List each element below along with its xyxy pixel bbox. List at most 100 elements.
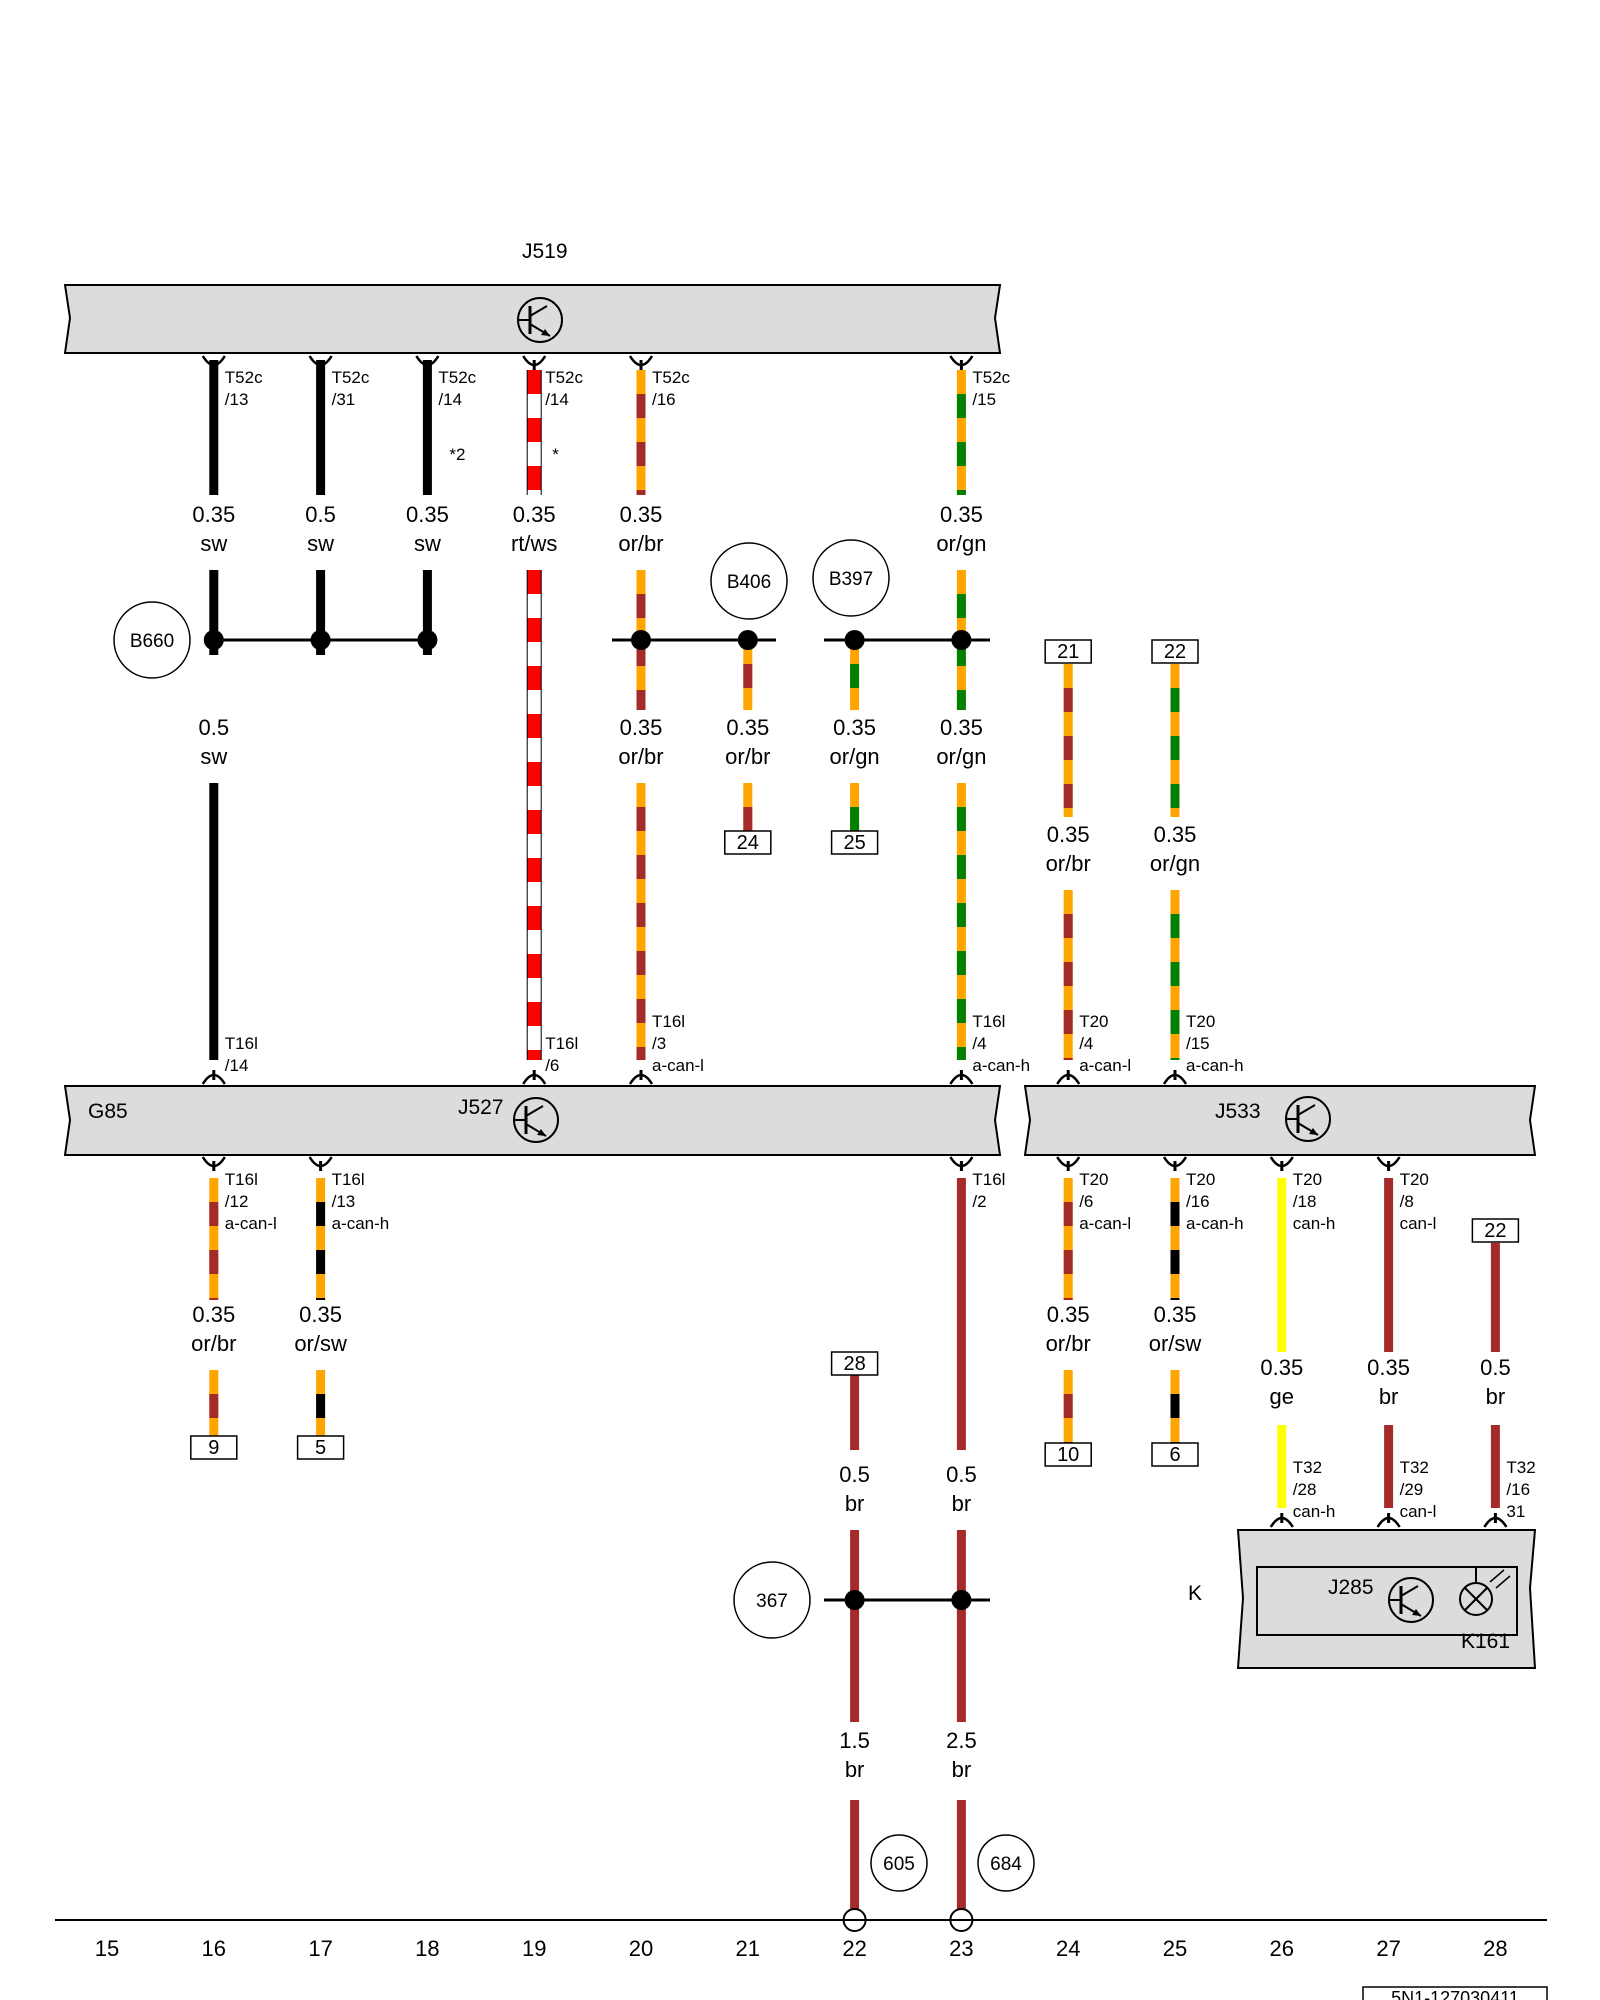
splice-dot-23 <box>951 630 972 650</box>
w23d-color-label: br <box>952 1757 972 1782</box>
w27c-pin2-line-2: can-l <box>1400 1502 1437 1521</box>
w24c-size-label: 0.35 <box>1047 1302 1090 1327</box>
w20a-color-label: or/br <box>618 531 663 556</box>
w25c-color-label: or/sw <box>1149 1331 1202 1356</box>
connector-bottom-25 <box>1162 1156 1188 1171</box>
w23c-pin-line-0: T16l <box>972 1170 1005 1189</box>
connector-j519-20 <box>628 355 654 370</box>
w22d-size-label: 1.5 <box>839 1728 870 1753</box>
w16b-pin-line-1: /14 <box>225 1056 249 1075</box>
w28c-color-label: br <box>1486 1384 1506 1409</box>
w28c-pin2-line-1: /16 <box>1506 1480 1530 1499</box>
ref-box-6-text: 6 <box>1169 1444 1180 1466</box>
column-number-16: 16 <box>202 1936 226 1961</box>
w19b-pin-line-0: T16l <box>545 1034 578 1053</box>
ref-box-22-bottom-text: 22 <box>1484 1220 1506 1242</box>
w26c-pin2-line-1: /28 <box>1293 1480 1317 1499</box>
w25c-size-label: 0.35 <box>1154 1302 1197 1327</box>
k-instrument-cluster <box>1236 1529 1537 1669</box>
w18a-size-label: 0.35 <box>406 502 449 527</box>
w27c-pin-line-1: /8 <box>1400 1192 1414 1211</box>
splice-dot-18 <box>417 630 438 650</box>
w26c-pin2-line-0: T32 <box>1293 1458 1322 1477</box>
connector-bottom-24 <box>1056 1156 1081 1171</box>
svg-text:B397: B397 <box>829 569 873 590</box>
j527-label: J527 <box>458 1096 504 1119</box>
w23b-pin-line-0: T16l <box>972 1012 1005 1031</box>
w19a-pin-line-0: T52c <box>545 368 583 387</box>
connector-k-26 <box>1269 1513 1294 1528</box>
w21b-color-label: or/br <box>725 744 770 769</box>
w27c-size-label: 0.35 <box>1367 1355 1410 1380</box>
column-number-19: 19 <box>522 1936 546 1961</box>
w25c-pin-line-2: a-can-h <box>1186 1214 1244 1233</box>
column-number-15: 15 <box>95 1936 119 1961</box>
w23a-pin-line-1: /15 <box>972 390 996 409</box>
w20b-pin-line-1: /3 <box>652 1034 666 1053</box>
connector-j519-17 <box>308 355 333 370</box>
connector-top-24 <box>1056 1070 1081 1085</box>
w16a-pin-line-0: T52c <box>225 368 263 387</box>
w22b-size-label: 0.35 <box>833 715 876 740</box>
ref-box-9-text: 9 <box>208 1437 219 1459</box>
column-number-27: 27 <box>1376 1936 1400 1961</box>
connector-j519-23 <box>949 355 974 370</box>
ref-box-28-text: 28 <box>843 1353 865 1375</box>
w19a-size-label: 0.35 <box>513 502 556 527</box>
ref-box-24: 24 <box>724 830 772 855</box>
ref-box-22-top-text: 22 <box>1164 641 1186 663</box>
connector-top-19 <box>522 1070 547 1085</box>
connector-top-23 <box>949 1070 974 1085</box>
ground-684: 684 <box>977 1834 1035 1892</box>
splice-dot-367-22 <box>844 1590 865 1610</box>
connector-top-20 <box>628 1070 654 1085</box>
w27c-color-label: br <box>1379 1384 1399 1409</box>
ref-box-10: 10 <box>1044 1442 1092 1467</box>
w16a-size-label: 0.35 <box>192 502 235 527</box>
j533-label: J533 <box>1215 1100 1261 1123</box>
splice-b397: B397 <box>812 539 890 617</box>
w21b-size-label: 0.35 <box>726 715 769 740</box>
w25b-pin-line-1: /15 <box>1186 1034 1210 1053</box>
w18a-pin-line-1: /14 <box>438 390 462 409</box>
w25c-pin-line-1: /16 <box>1186 1192 1210 1211</box>
j519-label: J519 <box>522 240 568 263</box>
w20b-pin-line-0: T16l <box>652 1012 685 1031</box>
w16c-pin-line-2: a-can-l <box>225 1214 277 1233</box>
ref-box-22-bottom: 22 <box>1471 1218 1520 1243</box>
svg-text:B660: B660 <box>130 631 174 652</box>
w28c-size-label: 0.5 <box>1480 1355 1511 1380</box>
w26c-color-label: ge <box>1270 1384 1294 1409</box>
w26c-pin2-line-2: can-h <box>1293 1502 1336 1521</box>
w18a-pin-line-0: T52c <box>438 368 476 387</box>
drawing-number: 5N1-127030411 <box>1362 1986 1548 2000</box>
column-number-28: 28 <box>1483 1936 1507 1961</box>
w24b-color-label: or/br <box>1046 851 1091 876</box>
column-number-21: 21 <box>736 1936 760 1961</box>
svg-text:B406: B406 <box>727 572 771 593</box>
column-number-25: 25 <box>1163 1936 1187 1961</box>
column-number-17: 17 <box>308 1936 332 1961</box>
ref-box-10-text: 10 <box>1057 1444 1079 1466</box>
splice-dot-367-23 <box>951 1590 972 1610</box>
ref-box-21: 21 <box>1044 639 1092 664</box>
w25b-pin-line-2: a-can-h <box>1186 1056 1244 1075</box>
w24c-color-label: or/br <box>1046 1331 1091 1356</box>
wires-layer <box>209 360 1500 1910</box>
ground-605: 605 <box>870 1834 928 1892</box>
w20b-size-label: 0.35 <box>620 715 663 740</box>
w16c-pin-line-0: T16l <box>225 1170 258 1189</box>
w24b-pin-line-0: T20 <box>1079 1012 1108 1031</box>
ref-box-25-text: 25 <box>843 832 865 854</box>
w23b-color-label: or/gn <box>936 744 986 769</box>
w23b-pin-line-2: a-can-h <box>972 1056 1030 1075</box>
connector-k-27 <box>1376 1513 1401 1528</box>
w17c-pin-line-1: /13 <box>332 1192 356 1211</box>
w17c-size-label: 0.35 <box>299 1302 342 1327</box>
connector-bottom-26 <box>1269 1156 1294 1171</box>
w20a-pin-line-0: T52c <box>652 368 690 387</box>
splice-dot-20 <box>631 630 651 650</box>
w22c-size-label: 0.5 <box>839 1462 870 1487</box>
